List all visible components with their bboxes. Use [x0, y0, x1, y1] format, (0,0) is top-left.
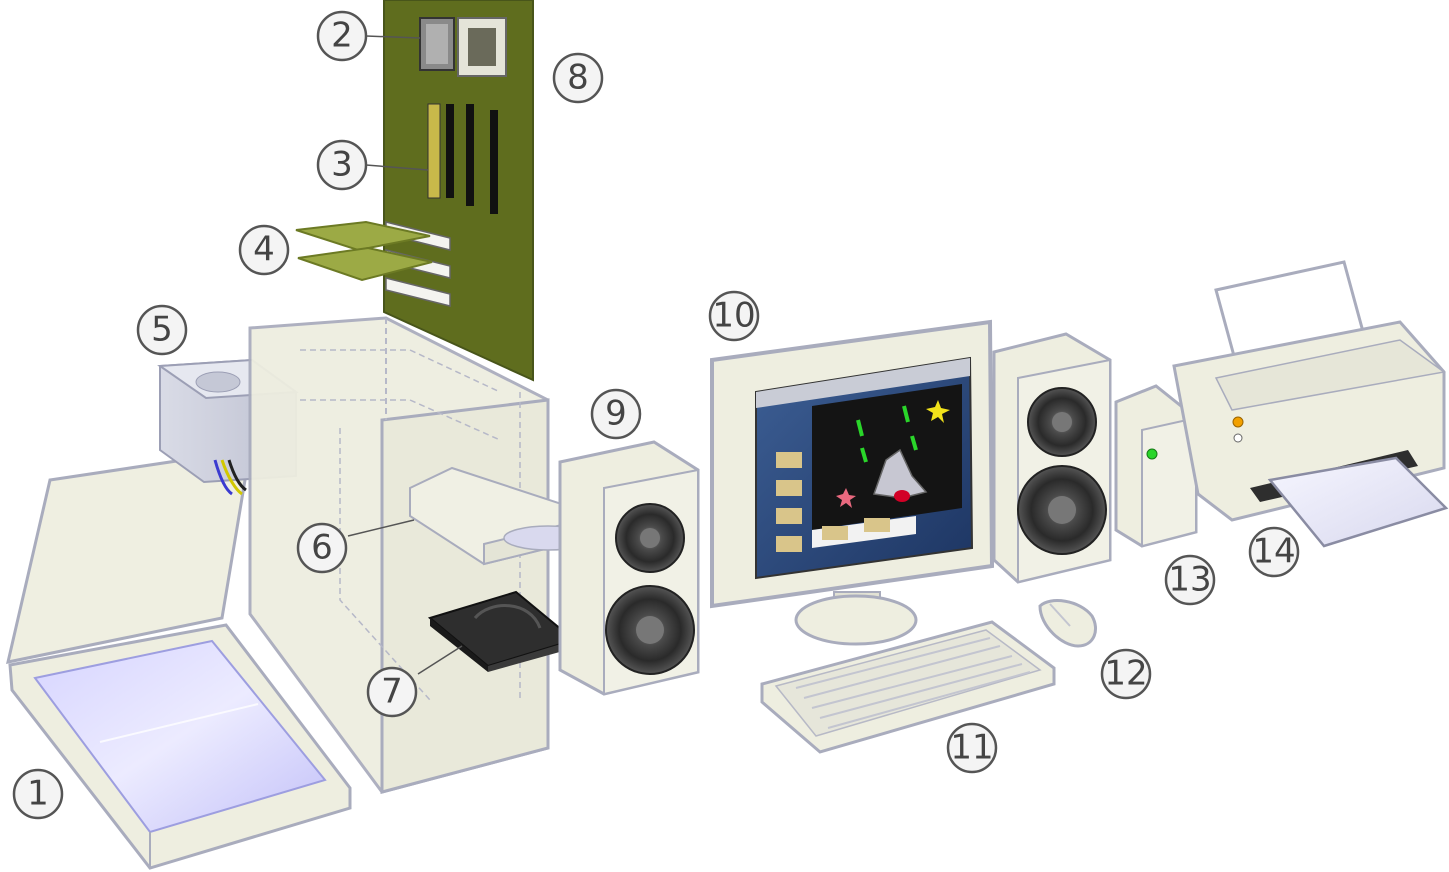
callout-number: 10 — [712, 296, 755, 336]
callout-optical-drive: 6 — [296, 522, 348, 574]
callout-circle — [1100, 648, 1152, 700]
callout-circle — [1248, 526, 1300, 578]
mouse — [1038, 599, 1097, 648]
callout-printer: 14 — [1248, 526, 1300, 578]
callout-mouse: 12 — [1100, 648, 1152, 700]
callout-circle — [316, 139, 368, 191]
callout-number: 14 — [1252, 532, 1295, 572]
callout-number: 5 — [151, 310, 173, 350]
keyboard — [760, 620, 1056, 754]
callout-number: 2 — [331, 16, 353, 56]
callout-scanner: 1 — [12, 768, 64, 820]
callout-number: 8 — [567, 58, 589, 98]
callout-circle — [12, 768, 64, 820]
callout-number: 11 — [950, 728, 993, 768]
callout-circle — [238, 224, 290, 276]
callout-number: 3 — [331, 145, 353, 185]
callout-circle — [296, 522, 348, 574]
callout-motherboard: 8 — [552, 52, 604, 104]
callout-circle — [946, 722, 998, 774]
callout-external-drive: 13 — [1164, 554, 1216, 606]
scanner — [6, 448, 352, 870]
callout-circle — [316, 10, 368, 62]
callout-speaker-left: 9 — [590, 388, 642, 440]
external-drive — [1114, 384, 1198, 548]
callout-ram: 3 — [316, 139, 368, 191]
callout-monitor: 10 — [708, 290, 760, 342]
speaker-left — [558, 440, 700, 696]
callout-cpu: 2 — [316, 10, 368, 62]
callout-number: 1 — [27, 774, 49, 814]
callout-circle — [708, 290, 760, 342]
hard-disk — [427, 590, 577, 672]
callout-number: 9 — [605, 394, 627, 434]
callout-circle — [1164, 554, 1216, 606]
motherboard — [383, 0, 534, 382]
callout-hard-disk: 7 — [366, 666, 418, 718]
callout-keyboard: 11 — [946, 722, 998, 774]
callout-circle — [552, 52, 604, 104]
callout-circle — [590, 388, 642, 440]
callout-number: 7 — [381, 672, 403, 712]
callout-number: 12 — [1104, 654, 1147, 694]
callout-number: 4 — [253, 230, 275, 270]
callout-circle — [136, 304, 188, 356]
speaker-right — [992, 332, 1112, 584]
callout-expansion-cards: 4 — [238, 224, 290, 276]
callout-number: 13 — [1168, 560, 1211, 600]
monitor — [710, 319, 995, 646]
leader-lines — [347, 35, 463, 675]
expansion-cards — [295, 220, 433, 282]
callout-number: 6 — [311, 528, 333, 568]
callout-circle — [366, 666, 418, 718]
callout-power-supply: 5 — [136, 304, 188, 356]
printer — [1172, 260, 1449, 548]
